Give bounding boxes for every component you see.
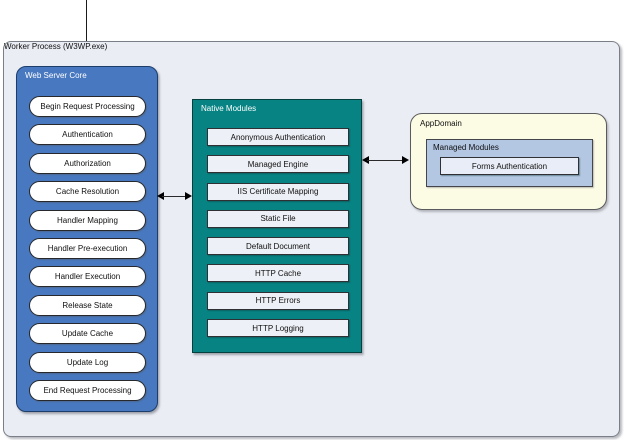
native-modules-label: Native Modules — [201, 104, 257, 113]
pipeline-stage: Cache Resolution — [29, 181, 146, 203]
pipeline-stage: Authorization — [29, 152, 146, 174]
pipeline-stage: Handler Execution — [29, 266, 146, 288]
pipeline-stage: Release State — [29, 294, 146, 316]
arrow-line — [367, 159, 404, 161]
native-module-item: HTTP Cache — [207, 264, 349, 283]
core-native-arrow — [157, 192, 192, 201]
managed-module-list: Forms Authentication — [440, 157, 579, 175]
arrowhead-left-icon — [362, 156, 369, 164]
managed-modules-label: Managed Modules — [433, 143, 499, 152]
arrowhead-right-icon — [402, 156, 409, 164]
pipeline-stage: Begin Request Processing — [29, 96, 146, 117]
pipeline-stage: Update Cache — [29, 323, 146, 345]
pipeline-stage: Handler Mapping — [29, 209, 146, 231]
arrowhead-left-icon — [157, 192, 164, 200]
native-module-item: Anonymous Authentication — [207, 128, 349, 146]
incoming-request-arrow-line — [86, 0, 87, 59]
native-module-item: HTTP Logging — [207, 319, 349, 338]
appdomain-label: AppDomain — [420, 119, 462, 128]
managed-module-item: Forms Authentication — [440, 157, 579, 175]
arrow-line — [162, 195, 187, 197]
pipeline-stage: Handler Pre-execution — [29, 237, 146, 259]
native-module-item: HTTP Errors — [207, 291, 349, 310]
worker-process-label: Worker Process (W3WP.exe) — [4, 42, 108, 51]
native-module-item: Managed Engine — [207, 155, 349, 174]
appdomain-box: AppDomain Managed Modules Forms Authenti… — [410, 113, 607, 210]
web-server-core-label: Web Server Core — [25, 71, 87, 80]
pipeline-stage: End Request Processing — [29, 379, 146, 401]
web-server-core-box: Web Server Core Begin Request Processing… — [16, 66, 158, 412]
native-module-item: IIS Certificate Mapping — [207, 182, 349, 201]
managed-modules-box: Managed Modules Forms Authentication — [426, 139, 593, 187]
native-module-item: Static File — [207, 209, 349, 228]
pipeline-stage: Authentication — [29, 124, 146, 146]
native-appdomain-arrow — [362, 156, 409, 165]
arrowhead-right-icon — [185, 192, 192, 200]
pipeline-stage: Update Log — [29, 351, 146, 373]
native-module-item: Default Document — [207, 237, 349, 256]
